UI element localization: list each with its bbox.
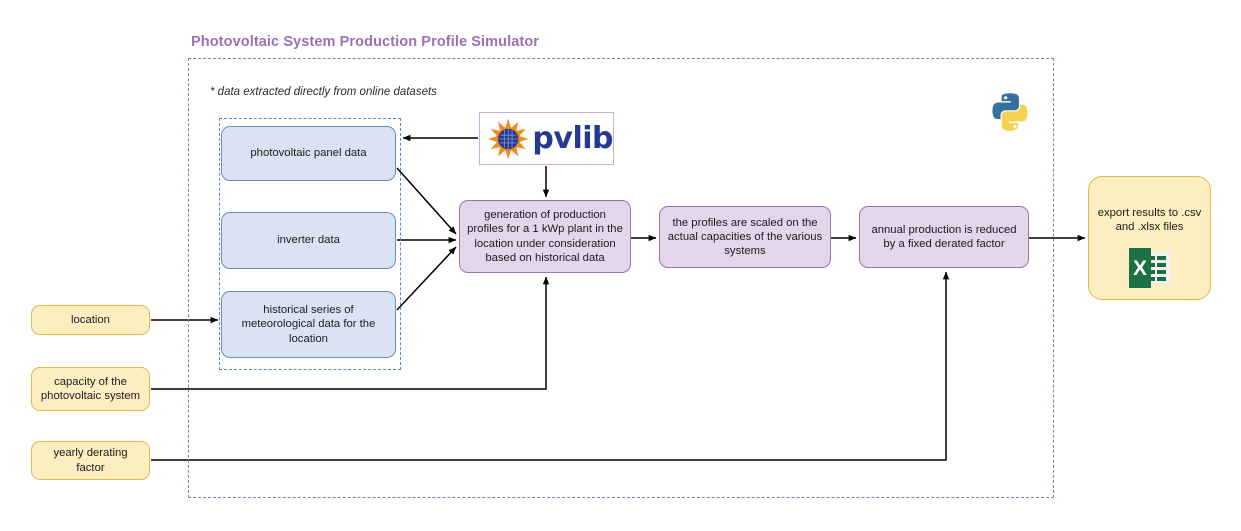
node-inverter-data[interactable]: inverter data: [221, 212, 396, 269]
node-label: yearly derating factor: [53, 447, 128, 474]
node-profiles-scaled-to-capacity[interactable]: the profiles are scaled on the actual ca…: [659, 206, 831, 268]
node-label: generation of production profiles for a …: [467, 209, 623, 264]
node-label: capacity of the photovoltaic system: [40, 375, 141, 402]
python-logo-icon: [992, 93, 1028, 131]
svg-text:X: X: [1132, 257, 1146, 280]
node-label: annual production is reduced by a fixed …: [871, 223, 1017, 250]
node-label: photovoltaic panel data: [250, 147, 367, 160]
node-label: export results to .csv and .xlsx files: [1097, 207, 1202, 234]
online-datasets-boundary: [219, 118, 401, 370]
pvlib-logo-card: pvlib: [479, 112, 614, 165]
datasets-note: * data extracted directly from online da…: [210, 86, 437, 98]
node-label: the profiles are scaled on the actual ca…: [667, 216, 823, 258]
node-label: historical series of meteorological data…: [241, 304, 376, 345]
simulator-boundary: [188, 58, 1054, 498]
output-export-results[interactable]: export results to .csv and .xlsx files X: [1088, 176, 1211, 300]
node-historical-meteorological-data[interactable]: historical series of meteorological data…: [221, 291, 396, 358]
input-yearly-derating-factor[interactable]: yearly derating factor: [31, 441, 150, 480]
node-photovoltaic-panel-data[interactable]: photovoltaic panel data: [221, 126, 396, 181]
node-label: location: [71, 313, 110, 326]
pvlib-sun-icon: [487, 118, 529, 159]
input-location[interactable]: location: [31, 305, 150, 335]
node-label: inverter data: [277, 234, 340, 247]
node-generation-of-production-profiles[interactable]: generation of production profiles for a …: [459, 200, 631, 273]
node-annual-production-derated[interactable]: annual production is reduced by a fixed …: [859, 206, 1029, 268]
input-capacity-of-photovoltaic-system[interactable]: capacity of the photovoltaic system: [31, 367, 150, 411]
pvlib-wordmark: pvlib: [532, 120, 613, 156]
page-title: Photovoltaic System Production Profile S…: [191, 34, 540, 50]
excel-icon: X: [1128, 248, 1170, 289]
